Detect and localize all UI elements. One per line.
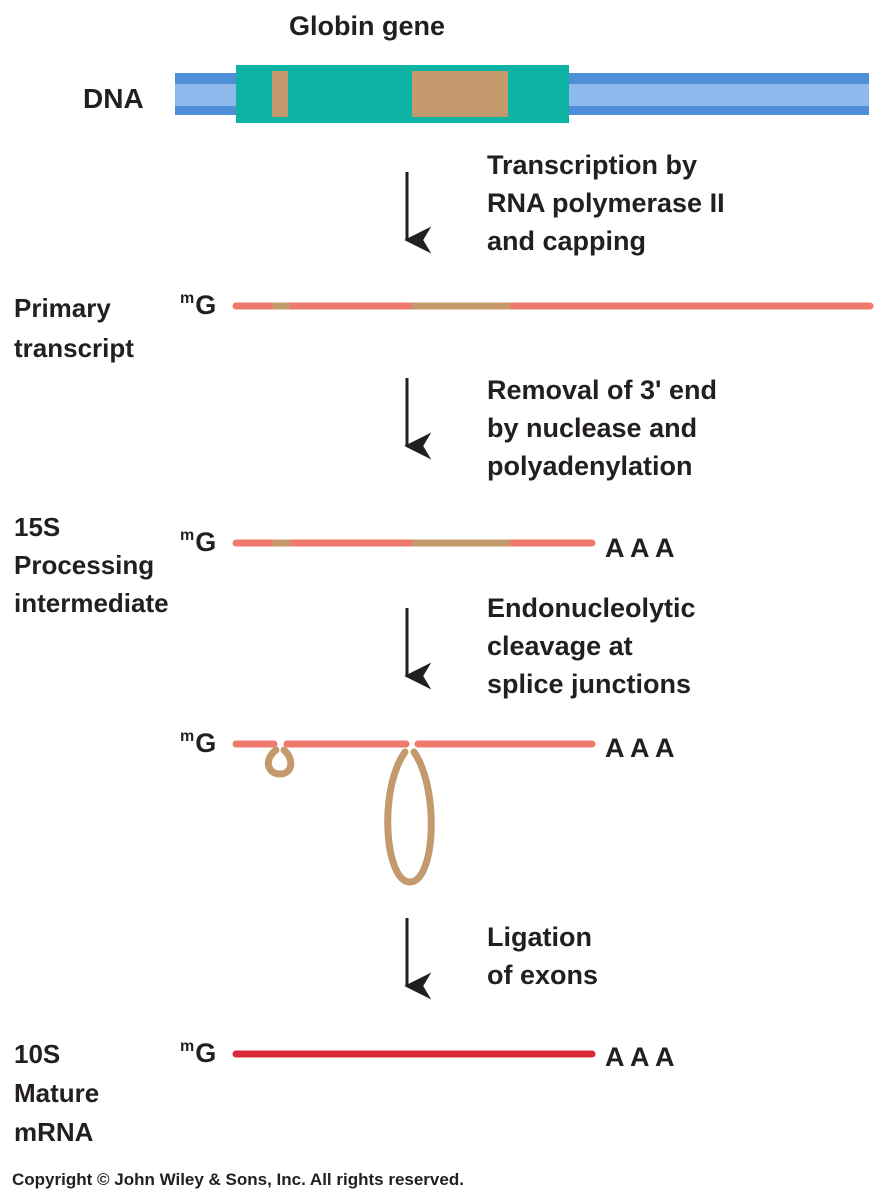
intron-2-dna <box>412 71 508 117</box>
cap-superscript: m <box>180 290 195 307</box>
cap-primary: mG <box>180 290 216 321</box>
globin-gene-block <box>236 65 569 123</box>
stage-label-line: transcript <box>14 333 134 363</box>
cap-spliced: mG <box>180 728 216 759</box>
cap-superscript: m <box>180 527 195 544</box>
cap-base: G <box>195 290 217 320</box>
poly-a-mature: A A A <box>605 1042 675 1072</box>
stage-label-line: Primary <box>14 293 111 323</box>
stage-label-line: 10S <box>14 1039 61 1069</box>
cap-mature: mG <box>180 1038 216 1069</box>
stage-label-line: 15S <box>14 512 61 542</box>
step-1-label: Transcription by RNA polymerase II and c… <box>487 150 725 256</box>
stage-label-line: Mature <box>14 1078 100 1108</box>
stage-label-line: mRNA <box>14 1117 94 1147</box>
cap-base: G <box>195 527 217 557</box>
cap-base: G <box>195 1038 217 1068</box>
step-2-label: Removal of 3' end by nuclease and polyad… <box>487 375 717 481</box>
spliced-intermediate-rna <box>232 740 596 886</box>
stage-label-line: intermediate <box>14 588 169 618</box>
cap-superscript: m <box>180 728 195 745</box>
poly-a-intermediate: A A A <box>605 533 675 563</box>
poly-a-spliced: A A A <box>605 733 675 763</box>
cap-base: G <box>195 728 217 758</box>
copyright-notice: Copyright © John Wiley & Sons, Inc. All … <box>12 1170 464 1189</box>
stage-label-line: Processing <box>14 550 155 580</box>
dna-label: DNA <box>83 83 144 114</box>
dna-strand <box>175 65 869 123</box>
step-3-label: Endonucleolytic cleavage at splice junct… <box>487 593 696 699</box>
intron-2-lariat <box>384 748 435 886</box>
step-4-label: Ligation of exons <box>487 922 599 990</box>
gene-title: Globin gene <box>289 11 446 41</box>
intron-1-lariat <box>264 746 295 778</box>
cap-superscript: m <box>180 1038 195 1055</box>
cap-intermediate: mG <box>180 527 216 558</box>
intron-1-dna <box>272 71 288 117</box>
